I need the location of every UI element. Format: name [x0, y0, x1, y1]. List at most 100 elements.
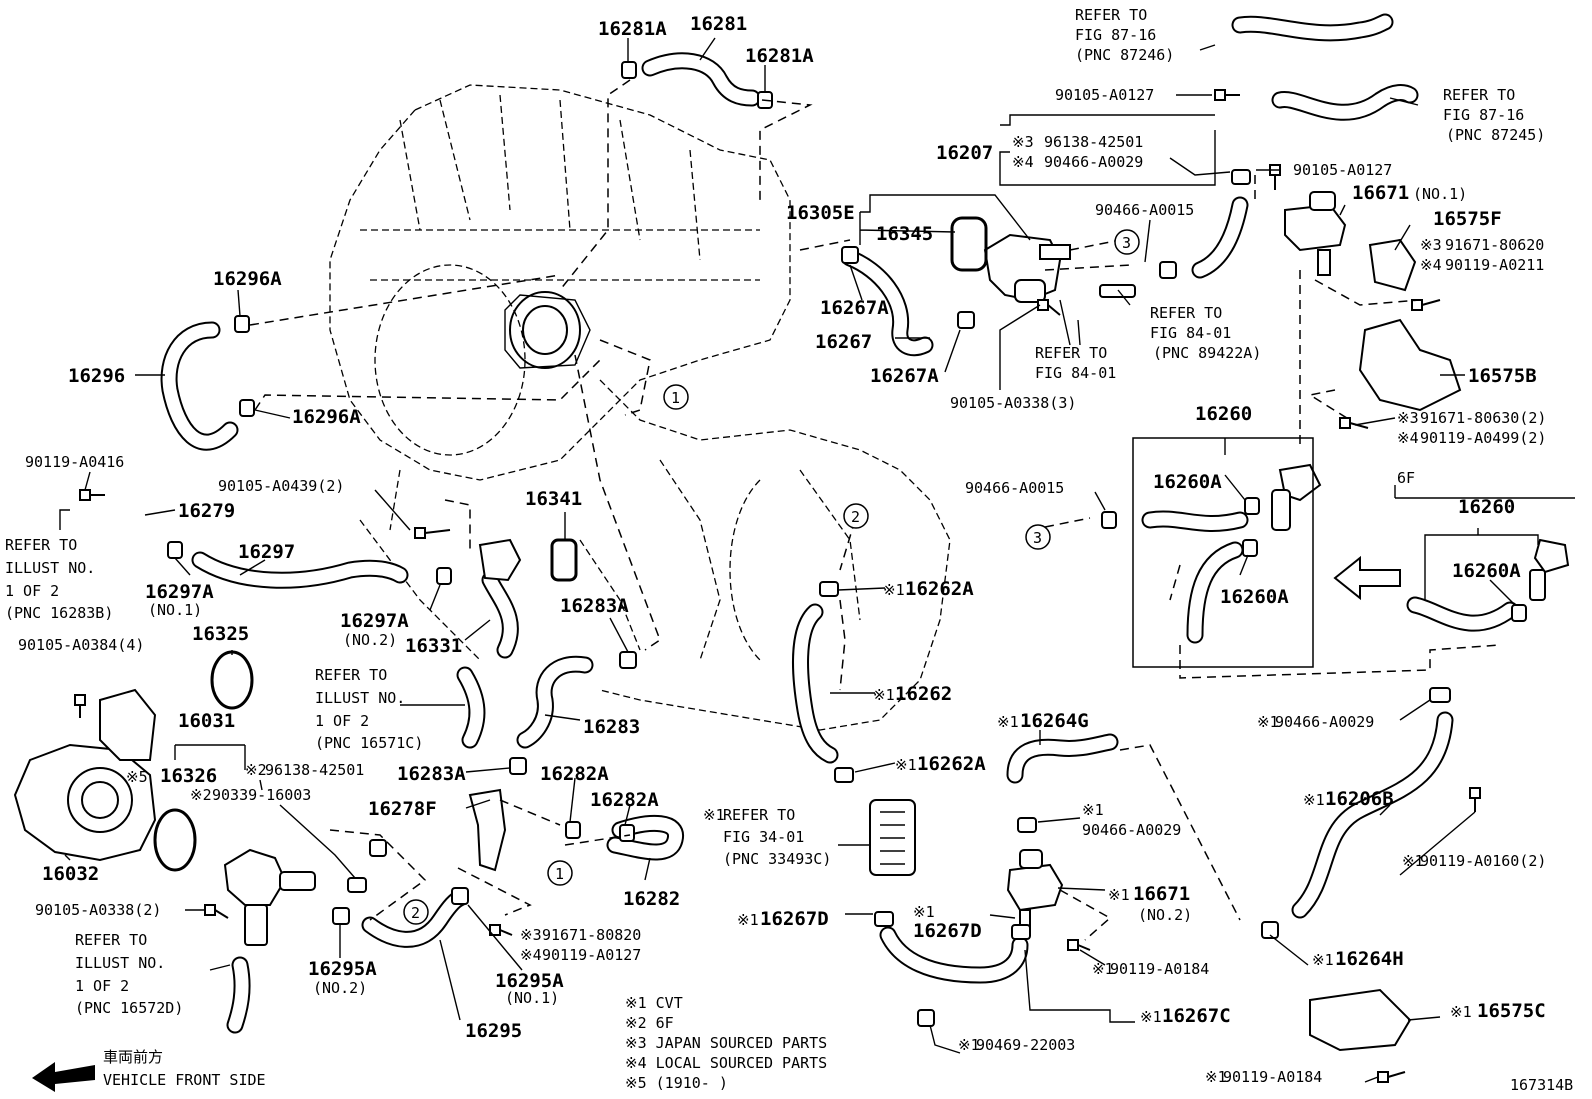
marker-1-q: ※1 — [1205, 1068, 1227, 1086]
label-91671-80620: 91671-80620 — [1445, 236, 1544, 254]
marker-3-c: ※3 — [1420, 236, 1442, 254]
label-16282A-lower: 16282A — [590, 789, 659, 811]
label-16297: 16297 — [238, 541, 295, 563]
engine-outline — [329, 84, 951, 731]
label-16281A-top: 16281A — [598, 18, 667, 40]
refer-16283B-line3: 1 OF 2 — [5, 582, 59, 600]
label-90469-22003: 90469-22003 — [976, 1036, 1075, 1054]
label-90119-A0416: 90119-A0416 — [25, 453, 124, 471]
label-16671-no1: 16671 — [1352, 182, 1409, 204]
label-90119-A0184-a: 90119-A0184 — [1110, 960, 1209, 978]
marker-1-o: ※1 — [958, 1036, 980, 1054]
marker-5: ※5 — [126, 768, 148, 786]
refer-16572D-line4: (PNC 16572D) — [75, 999, 183, 1017]
marker-3-a: ※3 — [520, 926, 542, 944]
label-90119-A0160: 90119-A0160(2) — [1420, 852, 1546, 870]
callout-1-a: 1 — [671, 389, 680, 407]
part-labels: 16281A 16281 16281A 16296A 16296 16296A … — [18, 13, 1546, 1086]
dashed-lines — [249, 79, 1501, 941]
marker-1-m: ※1 — [1312, 951, 1334, 969]
label-16262: 16262 — [895, 683, 952, 705]
marker-1-h: ※1 — [1402, 852, 1424, 870]
label-16296: 16296 — [68, 365, 125, 387]
legend-date-range: ※5 (1910- ) — [625, 1074, 728, 1092]
marker-1-f: ※1 — [1257, 713, 1279, 731]
label-no1-b: (NO.1) — [505, 989, 559, 1007]
refer-16572D-line2: ILLUST NO. — [75, 954, 165, 972]
label-16295: 16295 — [465, 1020, 522, 1042]
refer-33493C-line3: (PNC 33493C) — [723, 850, 831, 868]
label-90119-A0184-b: 90119-A0184 — [1223, 1068, 1322, 1086]
marker-4-d: ※4 — [1397, 429, 1419, 447]
callout-3-a: 3 — [1122, 234, 1131, 252]
label-16283: 16283 — [583, 716, 640, 738]
label-90466-A0029-mid: 90466-A0029 — [1082, 821, 1181, 839]
marker-1-l: ※1 — [1092, 960, 1114, 978]
refer-33493C-line1: REFER TO — [723, 806, 795, 824]
label-16281A-right: 16281A — [745, 45, 814, 67]
label-no1-c: (NO.1) — [1413, 185, 1467, 203]
label-16267D-b: 16267D — [913, 920, 982, 942]
label-16326: 16326 — [160, 765, 217, 787]
label-96138-42501-6f: 96138-42501 — [265, 761, 364, 779]
refer-16571C-line2: ILLUST NO. — [315, 689, 405, 707]
detail-box-16260 — [1132, 437, 1314, 668]
components — [13, 191, 1570, 1052]
label-16267D-a: 16267D — [760, 908, 829, 930]
marker-1-a: ※1 — [883, 581, 905, 599]
callout-circles — [403, 229, 1140, 925]
label-16331: 16331 — [405, 635, 462, 657]
refer-87246-line3: (PNC 87246) — [1075, 46, 1174, 64]
label-96138-42501-jp: 96138-42501 — [1044, 133, 1143, 151]
refer-87245-line3: (PNC 87245) — [1446, 126, 1545, 144]
label-16262A-upper: 16262A — [905, 578, 974, 600]
label-90105-A0338-3: 90105-A0338(3) — [950, 394, 1076, 412]
marker-2-b: ※2 — [190, 786, 212, 804]
refer-16571C-line3: 1 OF 2 — [315, 712, 369, 730]
label-no2-a: (NO.2) — [343, 631, 397, 649]
label-90105-A0127-a: 90105-A0127 — [1055, 86, 1154, 104]
refer-16283B-line2: ILLUST NO. — [5, 559, 95, 577]
label-90105-A0439: 90105-A0439(2) — [218, 477, 344, 495]
label-90119-A0211: 90119-A0211 — [1445, 256, 1544, 274]
label-16671-no2: 16671 — [1133, 883, 1190, 905]
label-16296A-bottom: 16296A — [292, 406, 361, 428]
marker-4-a: ※4 — [520, 946, 542, 964]
label-16206B: 16206B — [1325, 788, 1394, 810]
label-no2-b: (NO.2) — [313, 979, 367, 997]
marker-4-b: ※4 — [1012, 153, 1034, 171]
label-90119-A0499: 90119-A0499(2) — [1420, 429, 1546, 447]
label-no2-c: (NO.2) — [1138, 906, 1192, 924]
legend-6f: ※2 6F — [625, 1014, 674, 1032]
marker-1-d: ※1 — [997, 713, 1019, 731]
callout-1-b: 1 — [555, 865, 564, 883]
view-arrow — [1333, 555, 1401, 601]
label-16341: 16341 — [525, 488, 582, 510]
refer-87245-line1: REFER TO — [1443, 86, 1515, 104]
label-90466-A0015-top: 90466-A0015 — [1095, 201, 1194, 219]
label-90119-A0127: 90119-A0127 — [542, 946, 641, 964]
label-90105-A0384: 90105-A0384(4) — [18, 636, 144, 654]
legend: ※1 CVT ※2 6F ※3 JAPAN SOURCED PARTS ※4 L… — [625, 994, 827, 1092]
label-16278F: 16278F — [368, 798, 437, 820]
label-16267A-b: 16267A — [870, 365, 939, 387]
label-16207: 16207 — [936, 142, 993, 164]
refer-33493C-marker: ※1 — [703, 806, 725, 824]
refer-notes: REFER TO FIG 87-16 (PNC 87246) REFER TO … — [5, 6, 1545, 1017]
refer-87246-line2: FIG 87-16 — [1075, 26, 1156, 44]
vehicle-front-arrow-icon — [32, 1062, 95, 1092]
label-16296A-top: 16296A — [213, 268, 282, 290]
refer-87246-line1: REFER TO — [1075, 6, 1147, 24]
marker-1-i: ※1 — [1108, 886, 1130, 904]
label-16283A-upper: 16283A — [560, 595, 629, 617]
label-16295A-no2: 16295A — [308, 958, 377, 980]
label-90339-16003: 90339-16003 — [212, 786, 311, 804]
callout-3-b: 3 — [1033, 529, 1042, 547]
label-16260A-a: 16260A — [1153, 471, 1222, 493]
label-16281: 16281 — [690, 13, 747, 35]
refer-16572D-line1: REFER TO — [75, 931, 147, 949]
label-16267A-a: 16267A — [820, 297, 889, 319]
leader-lines — [59, 37, 1575, 1083]
label-90105-A0127-b: 90105-A0127 — [1293, 161, 1392, 179]
